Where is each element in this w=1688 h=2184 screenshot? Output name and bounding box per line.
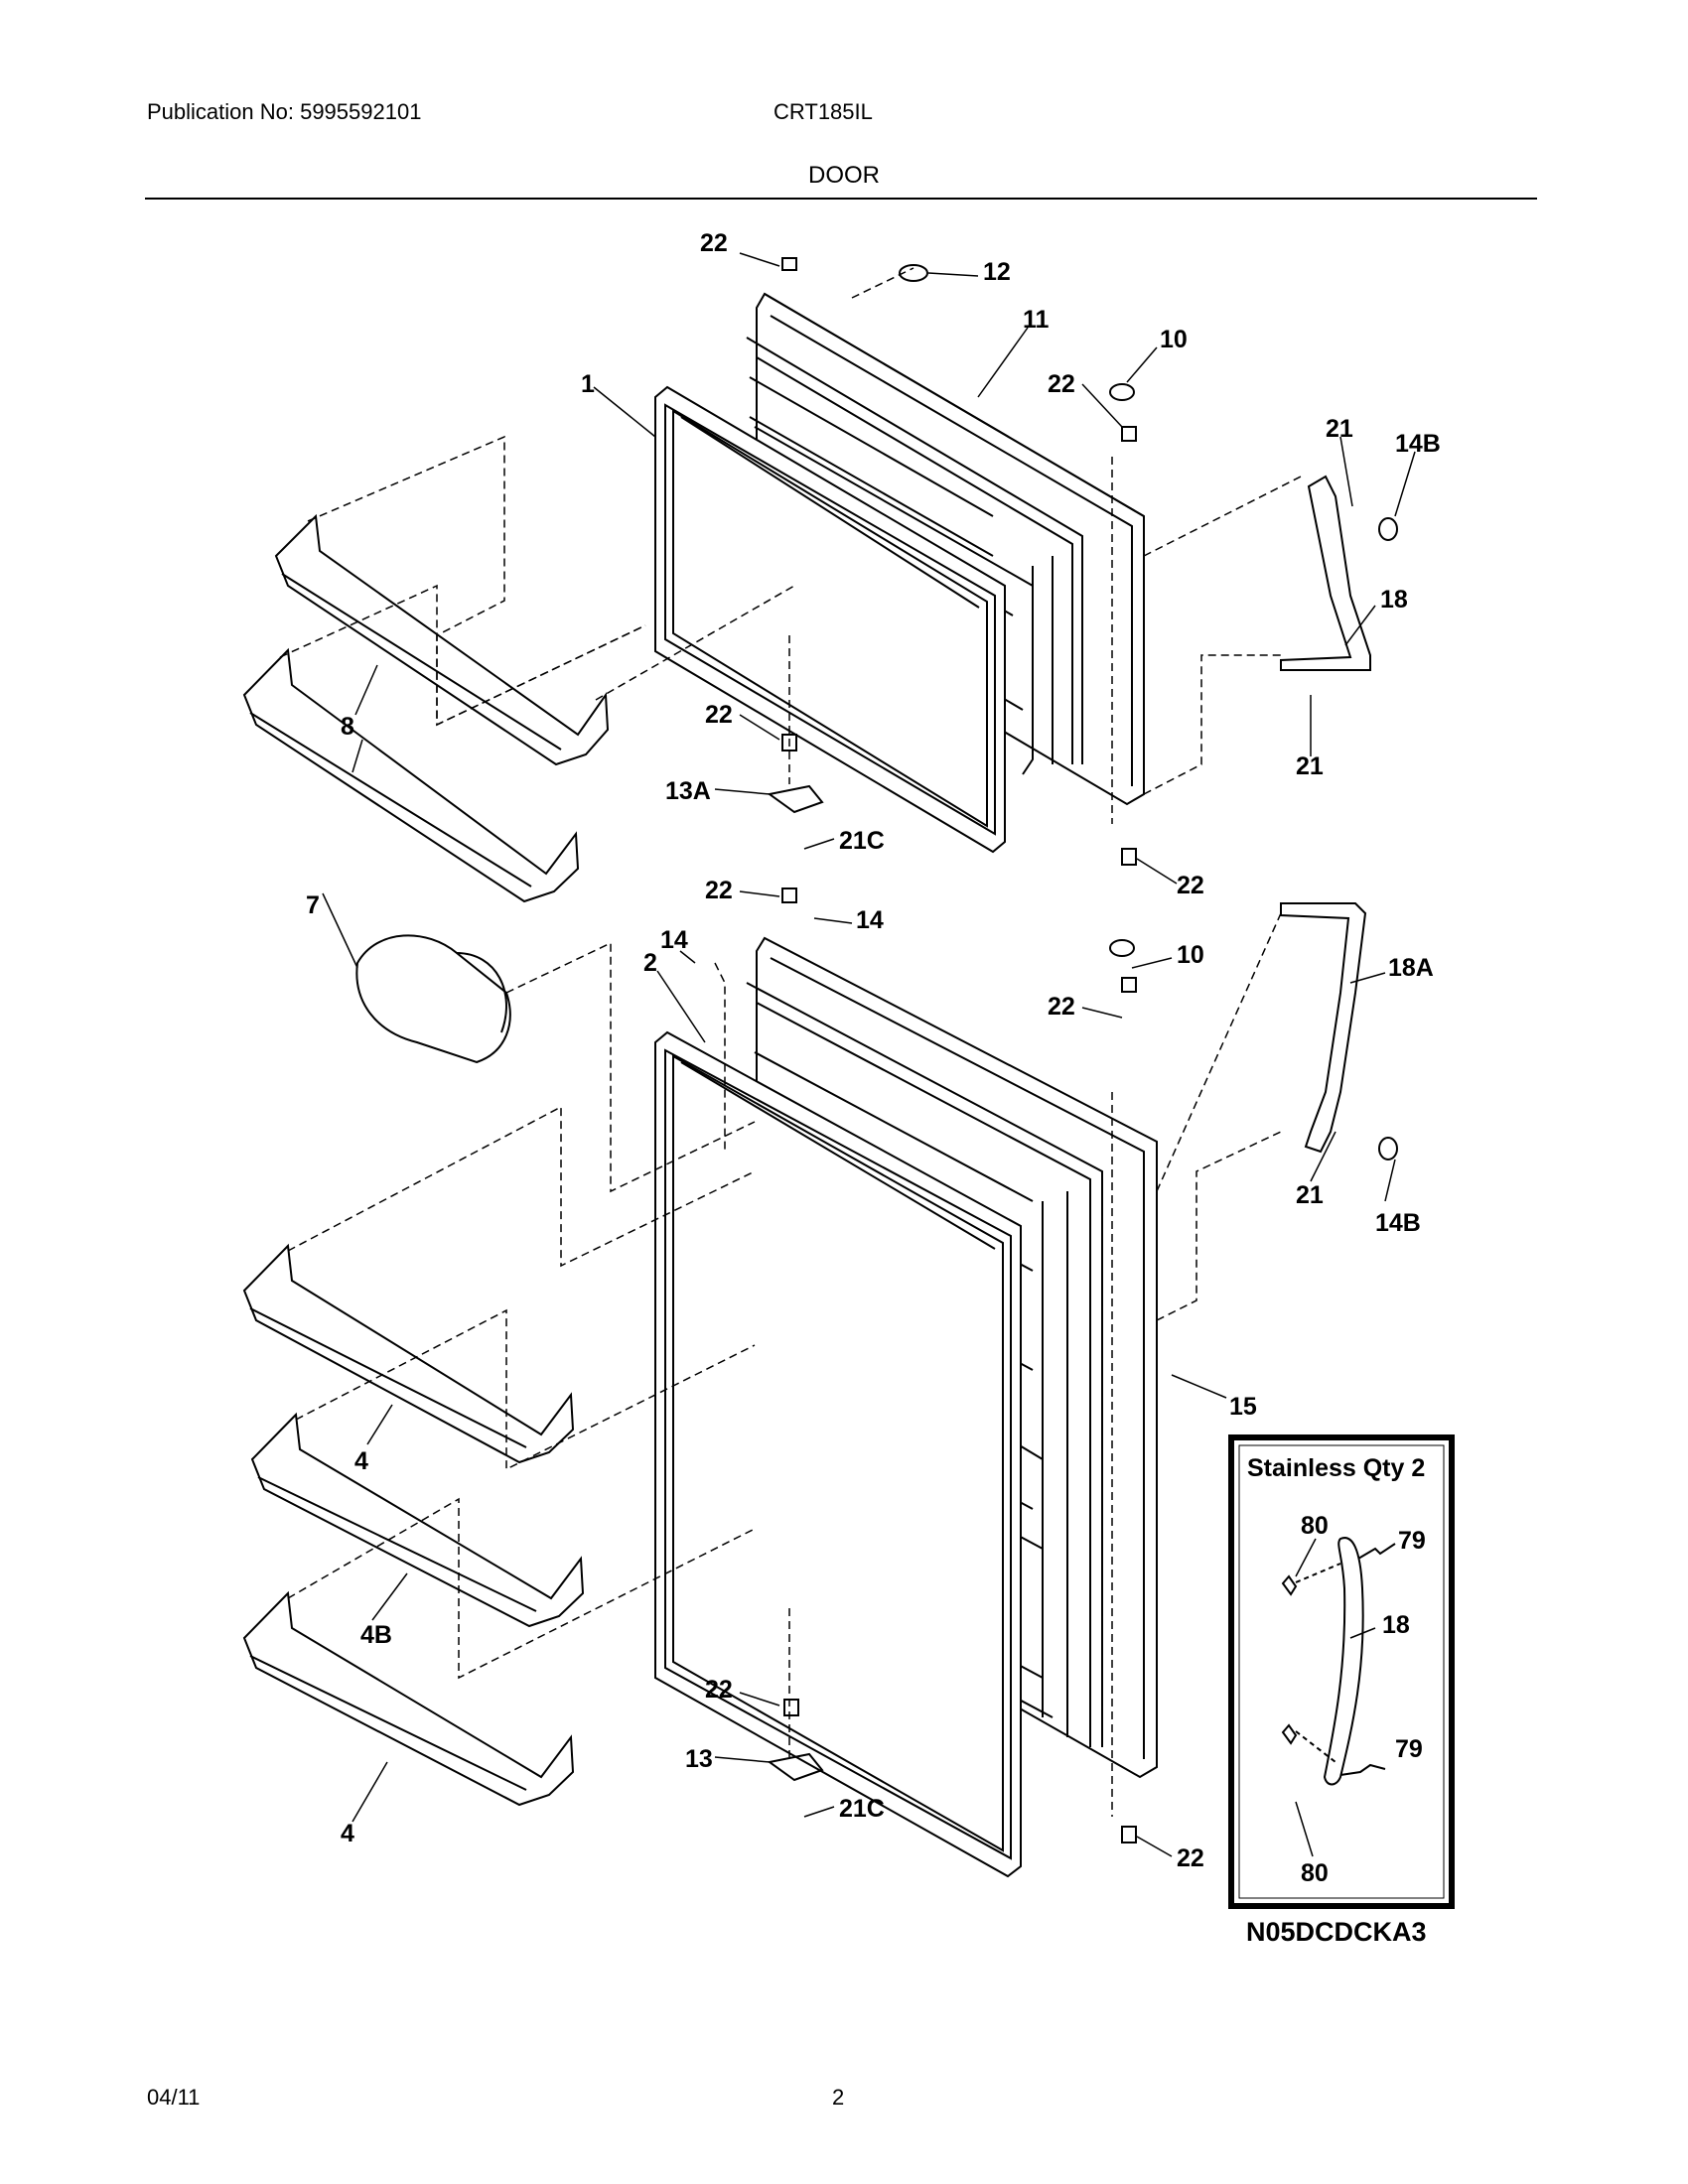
callout-2: 2 (643, 949, 657, 977)
door-shelf-8-upper (274, 513, 610, 766)
door-shelf-4-bottom (242, 1590, 575, 1807)
callout-15: 15 (1229, 1393, 1257, 1421)
callout-18: 18 (1380, 586, 1408, 614)
inset-title: Stainless Qty 2 (1247, 1454, 1425, 1482)
callout-14B: 14B (1375, 1209, 1421, 1237)
callout-21C: 21C (839, 1795, 885, 1823)
callout-22: 22 (705, 1676, 733, 1704)
callout-22: 22 (1048, 370, 1075, 398)
hinge-13 (767, 1752, 824, 1782)
callout-21: 21 (1326, 415, 1353, 443)
hinge-13A (767, 784, 824, 814)
section-title: DOOR (808, 162, 880, 189)
door-shelf-4-top (242, 1243, 575, 1464)
diagram-code: N05DCDCKA3 (1246, 1917, 1427, 1947)
callout-1: 1 (581, 370, 595, 398)
fresh-food-handle (1280, 902, 1367, 1154)
part-callouts: 22 12 11 10 22 1 21 14B 18 8 22 21 13A 2… (306, 229, 1441, 1872)
callout-22: 22 (1177, 1844, 1204, 1872)
inset-callout-80: 80 (1301, 1859, 1329, 1887)
door-shelf-4B (250, 1412, 585, 1628)
callout-22: 22 (700, 229, 728, 257)
callout-13: 13 (685, 1745, 713, 1773)
callout-14: 14 (660, 926, 688, 954)
callout-7: 7 (306, 891, 320, 919)
assembly-guide-lines (279, 267, 1302, 1817)
inset-callout-79: 79 (1398, 1527, 1426, 1555)
callout-18A: 18A (1388, 954, 1434, 982)
fresh-food-gasket (654, 1030, 1022, 1878)
callout-22: 22 (1048, 993, 1075, 1021)
header-rule (145, 198, 1537, 200)
inset-callout-80: 80 (1301, 1512, 1329, 1540)
callout-21: 21 (1296, 1181, 1324, 1209)
callout-11: 11 (1023, 306, 1050, 334)
callout-22: 22 (1177, 872, 1204, 899)
callout-8: 8 (341, 713, 354, 741)
callout-4B: 4B (360, 1621, 392, 1649)
stainless-handle-inset: Stainless Qty 2 80 79 18 79 80 (1228, 1434, 1455, 1909)
inset-handle-18 (1323, 1537, 1364, 1786)
footer-date: 04/11 (147, 2085, 201, 2110)
model-number: CRT185IL (774, 99, 873, 124)
callout-10: 10 (1177, 941, 1204, 969)
callout-4: 4 (341, 1820, 354, 1847)
callout-10: 10 (1160, 326, 1188, 353)
inset-callout-18: 18 (1382, 1611, 1410, 1639)
callout-12: 12 (983, 258, 1011, 286)
inset-callout-79: 79 (1395, 1735, 1423, 1763)
publication-number: Publication No: 5995592101 (147, 99, 422, 124)
callout-14B: 14B (1395, 430, 1441, 458)
door-shelf-8-lower (242, 647, 580, 903)
freezer-handle (1280, 475, 1371, 671)
callout-13A: 13A (665, 777, 711, 805)
callout-21C: 21C (839, 827, 885, 855)
page-number: 2 (832, 2085, 845, 2110)
callout-4: 4 (354, 1447, 368, 1475)
butter-compartment (355, 934, 511, 1064)
freezer-gasket (654, 385, 1006, 854)
callout-21: 21 (1296, 752, 1324, 780)
callout-14: 14 (856, 906, 884, 934)
callout-22: 22 (705, 701, 733, 729)
callout-22: 22 (705, 877, 733, 904)
leader-lines (322, 252, 1416, 1857)
